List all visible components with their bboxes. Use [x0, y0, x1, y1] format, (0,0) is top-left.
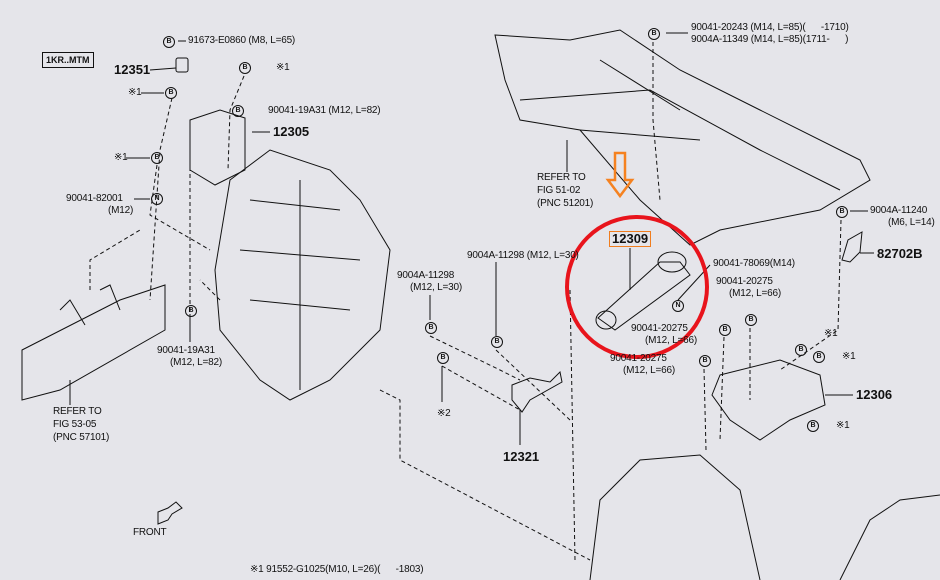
bolt-symbol-icon: B [813, 351, 825, 363]
bolt-symbol-icon: B [151, 152, 163, 164]
refer-fig-53-05-l1: REFER TO [53, 406, 102, 417]
note-mark: ※1 [114, 152, 128, 163]
callout-90041-82001[interactable]: 90041-82001 [66, 193, 123, 204]
part-number-12306[interactable]: 12306 [856, 387, 893, 402]
callout-90041-20275-c[interactable]: 90041-20275 [610, 353, 667, 364]
bracket-12321 [511, 370, 563, 413]
callout-90041-19A31-b-spec: (M12, L=82) [170, 357, 222, 368]
callout-9004A-11240-spec: (M6, L=14) [888, 217, 935, 228]
dashed-leaders [89, 42, 842, 561]
callout-90041-20243[interactable]: 90041-20243 (M14, L=85)( -1710) [691, 22, 849, 33]
callout-90041-20275-b[interactable]: 90041-20275 [631, 323, 688, 334]
part-number-12305[interactable]: 12305 [273, 124, 310, 139]
front-subframe [494, 29, 871, 246]
engine-mount-12305 [189, 109, 246, 186]
note-mark: ※1 [276, 62, 290, 73]
transmission-mount-12306 [711, 359, 826, 441]
bolt-symbol-icon: B [719, 324, 731, 336]
model-tag: 1KR..MTM [42, 52, 94, 68]
bolt-symbol-icon: B [745, 314, 757, 326]
bolt-symbol-icon: B [163, 36, 175, 48]
part-number-82702B[interactable]: 82702B [877, 246, 923, 261]
highlight-circle [565, 215, 709, 359]
callout-9004A-11298-a[interactable]: 9004A-11298 (M12, L=30) [467, 250, 579, 261]
engine-block [214, 149, 391, 401]
callout-90041-78069[interactable]: 90041-78069(M14) [713, 258, 795, 269]
part-number-12351[interactable]: 12351 [114, 62, 151, 77]
bolt-symbol-icon: B [648, 28, 660, 40]
bolt-symbol-icon: B [836, 206, 848, 218]
note-mark: ※1 [842, 351, 856, 362]
callout-90041-19A31[interactable]: 90041-19A31 (M12, L=82) [268, 105, 381, 116]
refer-fig-51-02-l2[interactable]: FIG 51-02 [537, 185, 581, 196]
refer-fig-53-05-l3: (PNC 57101) [53, 432, 110, 443]
callout-90041-20275-a-spec: (M12, L=66) [729, 288, 781, 299]
note-mark: ※1 [824, 328, 838, 339]
callout-91673-E0860[interactable]: 91673-E0860 (M8, L=65) [188, 35, 296, 46]
transmission-case [589, 454, 761, 580]
refer-fig-51-02-l1: REFER TO [537, 172, 586, 183]
callout-90041-20275-c-spec: (M12, L=66) [623, 365, 675, 376]
bolt-symbol-icon: B [239, 62, 251, 74]
refer-fig-51-02-l3: (PNC 51201) [537, 198, 594, 209]
bolt-symbol-icon: B [807, 420, 819, 432]
callout-9004A-11240[interactable]: 9004A-11240 [870, 205, 928, 216]
callout-90041-19A31-b[interactable]: 90041-19A31 [157, 345, 215, 356]
refer-fig-53-05-l2[interactable]: FIG 53-05 [53, 419, 97, 430]
bolt-symbol-icon: B [425, 322, 437, 334]
bolt-symbol-icon: B [185, 305, 197, 317]
part-12351 [175, 57, 189, 73]
callout-9004A-11349[interactable]: 9004A-11349 (M14, L=85)(1711- ) [691, 34, 849, 45]
nut-symbol-icon: N [672, 300, 684, 312]
bolt-symbol-icon: B [232, 105, 244, 117]
highlight-arrow-icon [605, 151, 635, 199]
note-mark: ※1 [128, 87, 142, 98]
bolt-symbol-icon: B [437, 352, 449, 364]
bolt-symbol-icon: B [699, 355, 711, 367]
callout-90041-20275-a[interactable]: 90041-20275 [716, 276, 773, 287]
bracket-82702B [841, 231, 863, 263]
front-label: FRONT [133, 527, 167, 538]
note-mark: ※2 [437, 408, 451, 419]
front-arrow-icon [157, 501, 183, 525]
callout-90041-20275-b-spec: (M12, L=66) [645, 335, 697, 346]
part-number-12321[interactable]: 12321 [503, 449, 540, 464]
note-mark: ※1 [836, 420, 850, 431]
bolt-symbol-icon: B [491, 336, 503, 348]
footnote: ※1 91552-G1025(M10, L=26)( -1803) [250, 564, 424, 575]
bolt-symbol-icon: B [795, 344, 807, 356]
callout-9004A-11298-b-spec: (M12, L=30) [410, 282, 462, 293]
part-number-12309[interactable]: 12309 [609, 231, 652, 247]
callout-9004A-11298-b[interactable]: 9004A-11298 [397, 270, 455, 281]
torque-rod-12309 [597, 261, 691, 331]
nut-symbol-icon: N [151, 193, 163, 205]
side-member [21, 284, 166, 401]
callout-90041-82001-spec: (M12) [108, 205, 134, 216]
bolt-symbol-icon: B [165, 87, 177, 99]
